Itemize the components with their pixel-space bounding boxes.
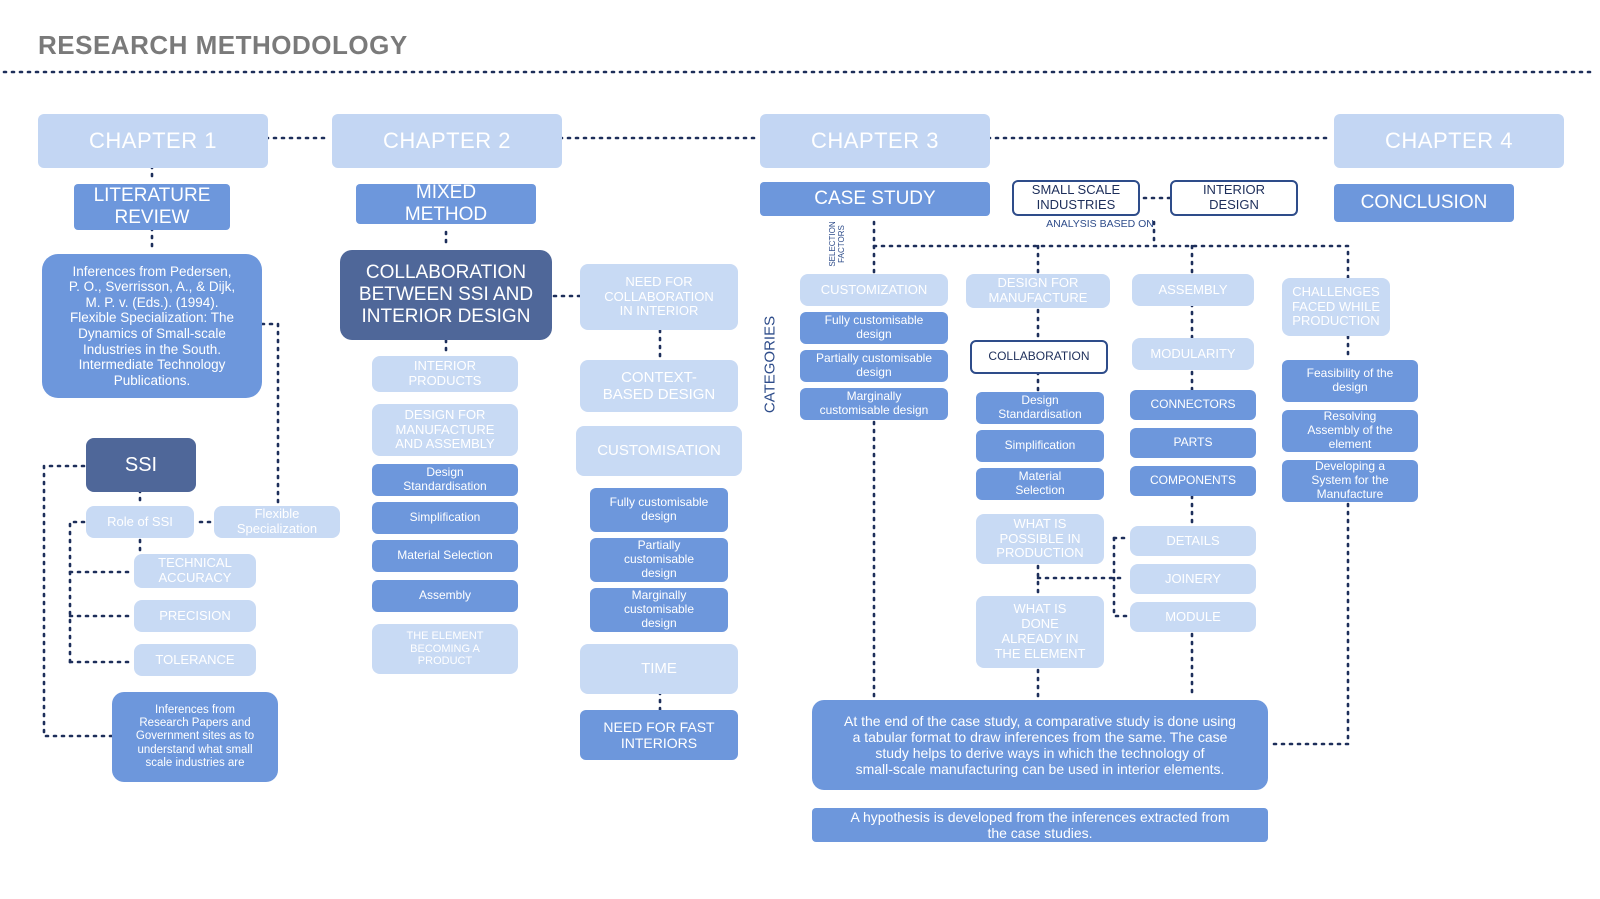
- mixed-method-box: MIXED METHOD: [356, 182, 536, 225]
- design-for-manufacture-box: DESIGN FOR MANUFACTURE: [966, 274, 1110, 308]
- precision-box: PRECISION: [134, 600, 256, 632]
- customization-box: CUSTOMIZATION: [800, 274, 948, 306]
- analysis-based-on-label: ANALYSIS BASED ON: [1046, 218, 1154, 230]
- time-box: TIME: [580, 644, 738, 694]
- parts-box: PARTS: [1130, 428, 1256, 458]
- developing-system-box: Developing a System for the Manufacture: [1282, 459, 1418, 502]
- context-based-design-box: CONTEXT- BASED DESIGN: [580, 360, 738, 412]
- what-is-done-box: WHAT IS DONE ALREADY IN THE ELEMENT: [976, 596, 1104, 668]
- case-study-box: CASE STUDY: [760, 182, 990, 216]
- chapter-2-header: CHAPTER 2: [332, 114, 562, 168]
- collaboration-box: COLLABORATION: [970, 340, 1108, 374]
- case-study-summary-box: At the end of the case study, a comparat…: [812, 700, 1268, 790]
- role-of-ssi-box: Role of SSI: [86, 506, 194, 538]
- need-for-fast-interiors-box: NEED FOR FAST INTERIORS: [580, 710, 738, 760]
- resolving-assembly-box: Resolving Assembly of the element: [1282, 409, 1418, 452]
- need-for-collaboration-box: NEED FOR COLLABORATION IN INTERIOR: [580, 264, 738, 330]
- dfma-box: DESIGN FOR MANUFACTURE AND ASSEMBLY: [372, 404, 518, 456]
- what-is-possible-box: WHAT IS POSSIBLE IN PRODUCTION: [976, 514, 1104, 564]
- ch3-design-standardisation-box: Design Standardisation: [976, 392, 1104, 424]
- hypothesis-box: A hypothesis is developed from the infer…: [812, 808, 1268, 842]
- modularity-box: MODULARITY: [1132, 338, 1254, 370]
- joinery-box: JOINERY: [1130, 564, 1256, 594]
- flexible-specialization-box: Flexible Specialization: [214, 506, 340, 538]
- details-box: DETAILS: [1130, 526, 1256, 556]
- module-box: MODULE: [1130, 602, 1256, 632]
- small-scale-industries-box: SMALL SCALE INDUSTRIES: [1012, 180, 1140, 216]
- ch2-partially-customisable-box: Partially customisable design: [590, 538, 728, 582]
- connectors-box: CONNECTORS: [1130, 390, 1256, 420]
- ch3-assembly-box: ASSEMBLY: [1132, 274, 1254, 306]
- research-papers-inference-box: Inferences from Research Papers and Gove…: [112, 692, 278, 782]
- ch2-marginally-customisable-box: Marginally customisable design: [590, 588, 728, 632]
- customisation-box: CUSTOMISATION: [576, 426, 742, 476]
- tolerance-box: TOLERANCE: [134, 644, 256, 676]
- technical-accuracy-box: TECHNICAL ACCURACY: [134, 554, 256, 588]
- ch2-assembly-box: Assembly: [372, 580, 518, 612]
- pedersen-inference-box: Inferences from Pedersen, P. O., Sverris…: [42, 254, 262, 398]
- chapter-3-header: CHAPTER 3: [760, 114, 990, 168]
- components-box: COMPONENTS: [1130, 466, 1256, 496]
- ch2-material-selection-box: Material Selection: [372, 540, 518, 572]
- ch3-partially-customisable-box: Partially customisable design: [800, 350, 948, 382]
- chapter-1-header: CHAPTER 1: [38, 114, 268, 168]
- ch3-fully-customisable-box: Fully customisable design: [800, 312, 948, 344]
- interior-products-box: INTERIOR PRODUCTS: [372, 356, 518, 392]
- feasibility-box: Feasibility of the design: [1282, 360, 1418, 402]
- ch2-fully-customisable-box: Fully customisable design: [590, 488, 728, 532]
- conclusion-box: CONCLUSION: [1334, 184, 1514, 222]
- ch2-design-standardisation-box: Design Standardisation: [372, 464, 518, 496]
- ch3-marginally-customisable-box: Marginally customisable design: [800, 388, 948, 420]
- page-title: RESEARCH METHODOLOGY: [38, 30, 408, 60]
- ch3-simplification-box: Simplification: [976, 430, 1104, 462]
- element-becoming-product-box: THE ELEMENT BECOMING A PRODUCT: [372, 624, 518, 674]
- chapter-4-header: CHAPTER 4: [1334, 114, 1564, 168]
- collaboration-ssi-interior-box: COLLABORATION BETWEEN SSI AND INTERIOR D…: [340, 250, 552, 340]
- challenges-box: CHALLENGES FACED WHILE PRODUCTION: [1282, 278, 1390, 336]
- ch3-material-selection-box: Material Selection: [976, 468, 1104, 500]
- categories-label: CATEGORIES: [761, 315, 779, 414]
- ssi-box: SSI: [86, 438, 196, 492]
- interior-design-box: INTERIOR DESIGN: [1170, 180, 1298, 216]
- literature-review-box: LITERATURE REVIEW: [74, 184, 230, 230]
- ch2-simplification-box: Simplification: [372, 502, 518, 534]
- selection-factors-label: SELECTION FACTORS: [828, 221, 846, 267]
